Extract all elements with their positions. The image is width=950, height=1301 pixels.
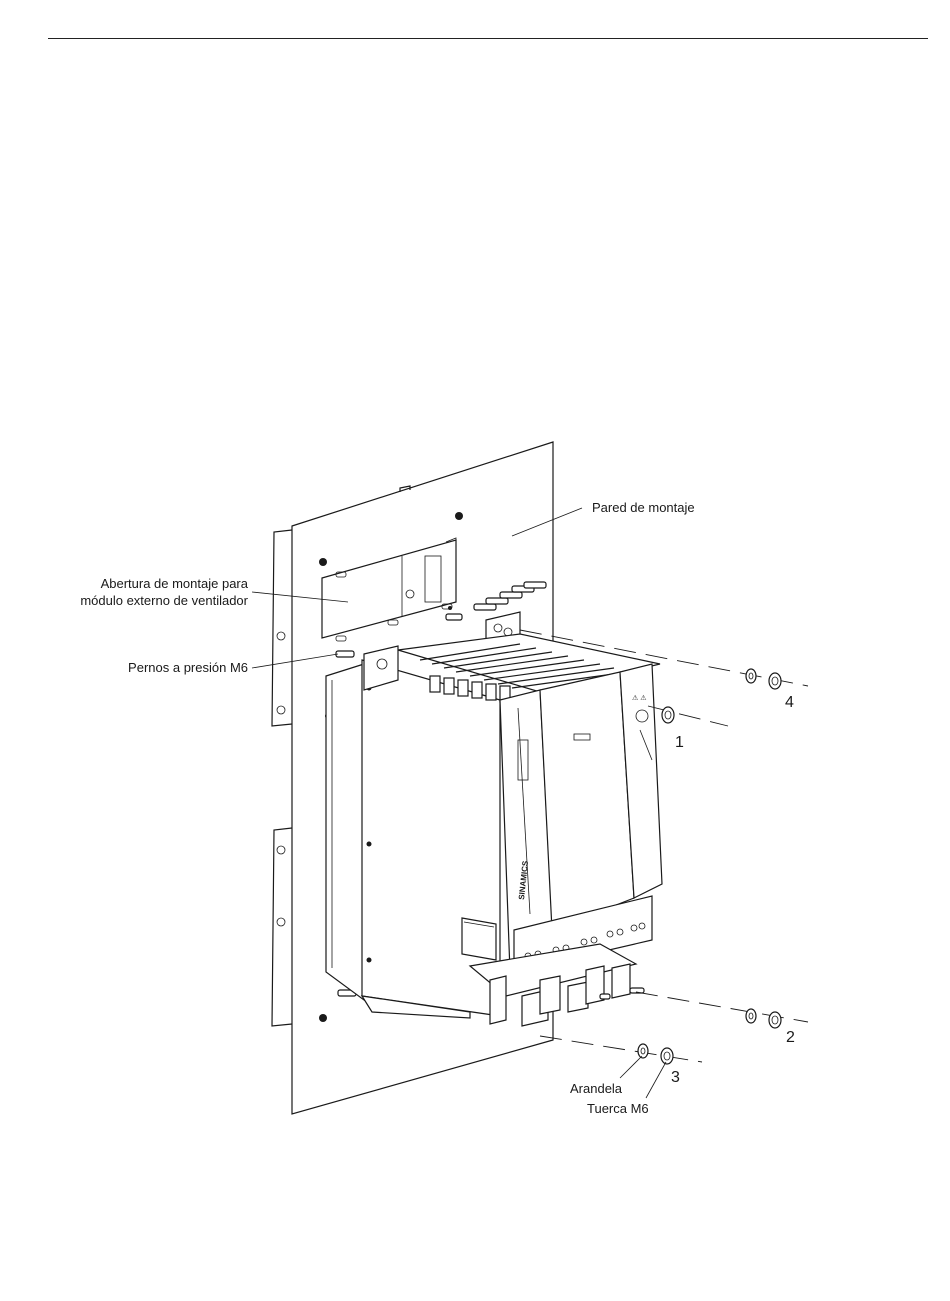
callout-4: 4 <box>785 694 794 711</box>
callout-1: 1 <box>675 734 684 751</box>
label-fan-opening-line2: módulo externo de ventilador <box>80 593 248 608</box>
label-nut: Tuerca M6 <box>587 1101 649 1116</box>
svg-text:⚠ ⚠: ⚠ ⚠ <box>632 694 647 702</box>
label-press-bolts: Pernos a presión M6 <box>128 660 248 675</box>
fastener-3 <box>638 1044 673 1064</box>
callout-2: 2 <box>786 1029 795 1046</box>
fastener-1 <box>662 707 674 723</box>
fastener-2 <box>746 1009 781 1028</box>
fastener-4 <box>746 669 781 689</box>
label-washer: Arandela <box>570 1081 623 1096</box>
label-fan-opening-line1: Abertura de montaje para <box>101 576 249 591</box>
label-mounting-wall: Pared de montaje <box>592 500 695 515</box>
callout-3: 3 <box>671 1069 680 1086</box>
power-unit: SINAMICS ⚠ ⚠ <box>326 612 662 1026</box>
